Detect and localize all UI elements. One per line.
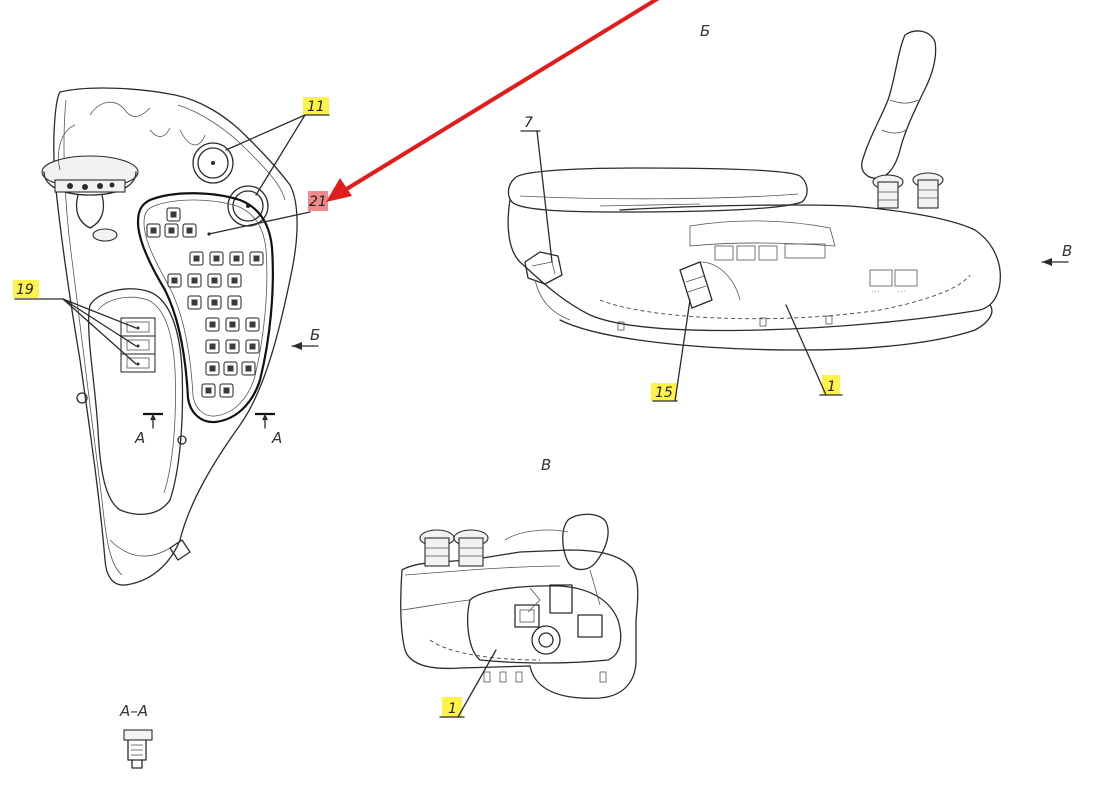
keypad-key-symbol-icon bbox=[193, 255, 200, 262]
gauge-icon-bottom bbox=[227, 185, 269, 227]
gauge-icon-top bbox=[192, 142, 234, 184]
svg-text:·-·: ·-· bbox=[871, 289, 880, 295]
keypad-key-symbol-icon bbox=[205, 387, 212, 394]
console-outline bbox=[53, 87, 298, 586]
keypad-key-symbol-icon bbox=[245, 365, 252, 372]
keypad-key-symbol-icon bbox=[168, 227, 175, 234]
svg-text:1: 1 bbox=[448, 701, 457, 717]
keypad-key-symbol-icon bbox=[186, 227, 193, 234]
section-marker-right bbox=[255, 412, 275, 429]
rocker-switch-block bbox=[120, 317, 156, 373]
keypad-key-symbol-icon bbox=[249, 321, 256, 328]
view-label-b-top: Б bbox=[700, 22, 710, 40]
console-panel-view: А А Б bbox=[41, 87, 320, 586]
callout-21: 21 bbox=[207, 191, 328, 236]
joystick-icon bbox=[861, 30, 937, 179]
callout-1-side: 1 bbox=[785, 304, 843, 396]
mushroom-button-icon-3 bbox=[419, 529, 455, 567]
callout-7: 7 bbox=[520, 115, 553, 263]
keypad-key-symbol-icon bbox=[211, 277, 218, 284]
keypad-key-symbol-icon bbox=[191, 299, 198, 306]
front-view-v bbox=[400, 513, 639, 699]
svg-text:·-·: ·-· bbox=[897, 289, 906, 295]
keypad-key-symbol-icon bbox=[213, 255, 220, 262]
red-pointer-arrow bbox=[326, 0, 660, 202]
keypad-key-symbol-icon bbox=[233, 255, 240, 262]
view-label-v-arrow: В bbox=[1062, 242, 1072, 260]
mushroom-button-icon-1 bbox=[872, 174, 904, 209]
side-view-b: ·-· ·-· bbox=[507, 30, 1072, 351]
callout-19: 19 bbox=[13, 280, 137, 365]
section-marker-left bbox=[143, 412, 163, 429]
svg-text:7: 7 bbox=[524, 115, 533, 131]
armrest-top bbox=[507, 167, 808, 213]
keypad-outline bbox=[136, 192, 274, 424]
svg-text:15: 15 bbox=[655, 385, 673, 401]
callout-1-front: 1 bbox=[439, 649, 497, 718]
callout-15: 15 bbox=[651, 299, 691, 402]
keypad-key-symbol-icon bbox=[209, 365, 216, 372]
keypad-key-symbol-icon bbox=[209, 343, 216, 350]
view-label-b-arrow: Б bbox=[310, 326, 320, 344]
keypad-panel bbox=[136, 192, 274, 424]
section-label-a-a: А–А bbox=[119, 702, 148, 720]
mushroom-button-icon-4 bbox=[453, 529, 489, 567]
keypad-key-symbol-icon bbox=[231, 299, 238, 306]
keypad-key-symbol-icon bbox=[150, 227, 157, 234]
keypad-key-symbol-icon bbox=[191, 277, 198, 284]
side-body bbox=[507, 199, 1001, 332]
callout-11: 11 bbox=[225, 97, 330, 196]
keypad-keys bbox=[146, 207, 264, 398]
keypad-key-symbol-icon bbox=[229, 321, 236, 328]
keypad-key-symbol-icon bbox=[249, 343, 256, 350]
keypad-key-symbol-icon bbox=[231, 277, 238, 284]
round-knob-icon bbox=[41, 155, 139, 242]
view-label-v-top: В bbox=[541, 456, 551, 474]
joystick-head-icon bbox=[562, 513, 609, 571]
view-arrow-v bbox=[1041, 258, 1069, 266]
keypad-key-symbol-icon bbox=[170, 211, 177, 218]
section-a-a-detail bbox=[123, 729, 153, 769]
svg-text:1: 1 bbox=[827, 379, 836, 395]
keypad-key-symbol-icon bbox=[253, 255, 260, 262]
mushroom-button-icon-2 bbox=[912, 172, 944, 209]
front-body bbox=[400, 549, 639, 699]
section-label-a-left: А bbox=[134, 429, 145, 447]
keypad-key-symbol-icon bbox=[223, 387, 230, 394]
keypad-key-symbol-icon bbox=[171, 277, 178, 284]
view-arrow-b bbox=[291, 342, 319, 350]
keypad-key-symbol-icon bbox=[211, 299, 218, 306]
left-recess bbox=[87, 288, 184, 515]
section-label-a-right: А bbox=[271, 429, 282, 447]
keypad-key-symbol-icon bbox=[229, 343, 236, 350]
svg-text:11: 11 bbox=[307, 99, 325, 115]
keypad-key-symbol-icon bbox=[227, 365, 234, 372]
svg-text:21: 21 bbox=[309, 194, 327, 210]
keypad-key-symbol-icon bbox=[209, 321, 216, 328]
svg-text:19: 19 bbox=[16, 282, 34, 298]
